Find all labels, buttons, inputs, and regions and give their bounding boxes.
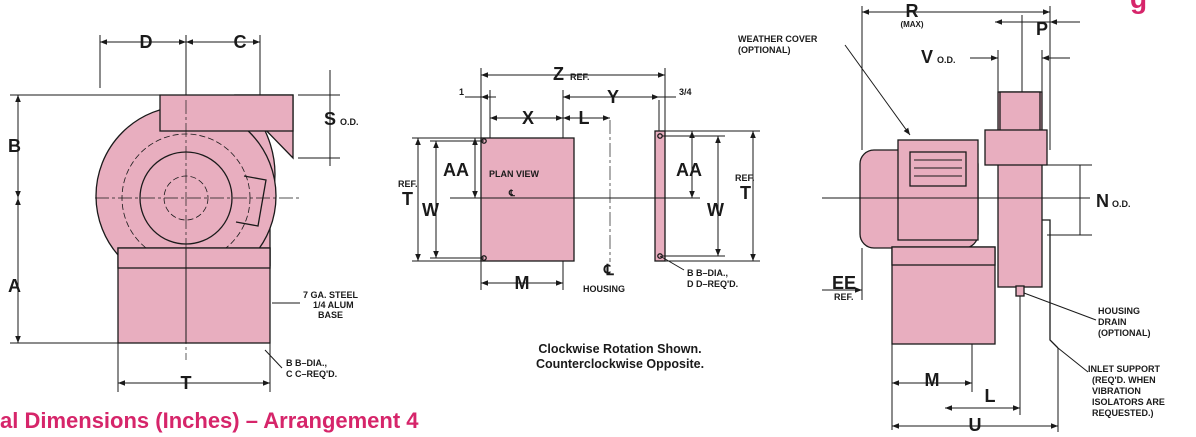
label-Z-ref: REF. <box>570 72 590 82</box>
weather-cover <box>999 91 1041 137</box>
label-W-left: W <box>422 200 439 220</box>
label-V-od: O.D. <box>937 55 956 65</box>
inlet-support-4: ISOLATORS ARE <box>1092 397 1165 407</box>
label-L-side: L <box>985 386 996 406</box>
base-note-2: 1/4 ALUM <box>313 300 354 310</box>
inlet-support-bracket <box>1042 219 1059 349</box>
label-U: U <box>969 415 982 435</box>
label-Y: Y <box>607 87 619 107</box>
label-R: R <box>906 1 919 21</box>
label-A: A <box>8 276 21 296</box>
label-P: P <box>1036 19 1048 39</box>
label-T-right: T <box>740 183 751 203</box>
rotation-note: Clockwise Rotation Shown. Counterclockwi… <box>470 342 770 372</box>
housing-drain <box>1015 285 1025 297</box>
label-ref-left: REF. <box>398 179 418 189</box>
label-N: N <box>1096 191 1109 211</box>
label-M: M <box>515 273 530 293</box>
label-housing: HOUSING <box>583 284 625 294</box>
label-R-max: (MAX) <box>900 20 923 29</box>
label-Z: Z <box>553 64 564 84</box>
inlet-support-3: VIBRATION <box>1092 386 1141 396</box>
label-ref-right: REF. <box>735 173 755 183</box>
inlet-support-2: (REQ'D. WHEN <box>1092 375 1156 385</box>
weather-cover-1: WEATHER COVER <box>738 34 818 44</box>
support-bracket <box>235 175 267 227</box>
housing-drain-3: (OPTIONAL) <box>1098 328 1151 338</box>
hole-note-2: C C–REQ'D. <box>286 369 337 379</box>
plan-hole-leader <box>659 255 685 271</box>
housing-drain-leader <box>1023 292 1097 321</box>
label-three-quarter: 3/4 <box>679 87 692 97</box>
label-L: L <box>579 108 590 128</box>
label-W-right: W <box>707 200 724 220</box>
weather-cover-leader <box>844 44 911 136</box>
housing-top-outlet <box>159 94 294 132</box>
label-AA-left: AA <box>443 160 469 180</box>
plan-view: Z REF. 1 3/4 X L Y AA PLAN VIEW ℄ REF. T… <box>398 64 760 294</box>
base-flange <box>117 247 271 269</box>
motor-terminal-box <box>909 151 967 187</box>
side-outlet <box>984 129 1048 166</box>
plan-end-plate <box>654 130 666 262</box>
side-base-flange <box>891 246 996 266</box>
label-cl-small: ℄ <box>508 188 515 198</box>
label-X: X <box>522 108 534 128</box>
weather-cover-2: (OPTIONAL) <box>738 45 791 55</box>
housing-drain-2: DRAIN <box>1098 317 1127 327</box>
plan-hole-note-1: B B–DIA., <box>687 268 728 278</box>
label-EE: EE <box>832 273 856 293</box>
label-C: C <box>234 32 247 52</box>
rotation-note-line2: Counterclockwise Opposite. <box>535 357 705 371</box>
label-B: B <box>8 136 21 156</box>
label-T: T <box>181 373 192 393</box>
plan-base-plate <box>480 137 575 262</box>
label-housing-cl: ℄ <box>603 262 614 279</box>
label-T-left: T <box>402 189 413 209</box>
hole-note-1: B B–DIA., <box>286 358 327 368</box>
inlet-support-leader <box>1057 347 1089 373</box>
section-heading: al Dimensions (Inches) – Arrangement 4 <box>0 408 419 433</box>
base-note-3: BASE <box>318 310 343 320</box>
inlet-support-5: REQUESTED.) <box>1092 408 1154 418</box>
label-M-side: M <box>925 370 940 390</box>
label-S-od: O.D. <box>340 117 359 127</box>
label-V: V <box>921 47 933 67</box>
housing-drain-1: HOUSING <box>1098 306 1140 316</box>
plan-hole-note-2: D D–REQ'D. <box>687 279 738 289</box>
title-top-fragment: g <box>1130 0 1147 14</box>
label-S: S <box>324 109 336 129</box>
base-note-1: 7 GA. STEEL <box>303 290 359 300</box>
side-view: R (MAX) P V O.D. WEATHER COVER (OPTIONAL… <box>738 1 1165 435</box>
label-EE-ref: REF. <box>834 292 854 302</box>
inlet-support-1: INLET SUPPORT <box>1088 364 1161 374</box>
front-view: D C S O.D. B A T 7 GA. STEEL 1/4 ALUM BA… <box>8 32 359 393</box>
label-N-od: O.D. <box>1112 199 1131 209</box>
label-one: 1 <box>459 87 464 97</box>
hole-note-leader <box>264 349 283 369</box>
label-AA-right: AA <box>676 160 702 180</box>
label-plan-view: PLAN VIEW <box>489 169 540 179</box>
rotation-note-line1: Clockwise Rotation Shown. <box>538 342 702 356</box>
label-D: D <box>140 32 153 52</box>
